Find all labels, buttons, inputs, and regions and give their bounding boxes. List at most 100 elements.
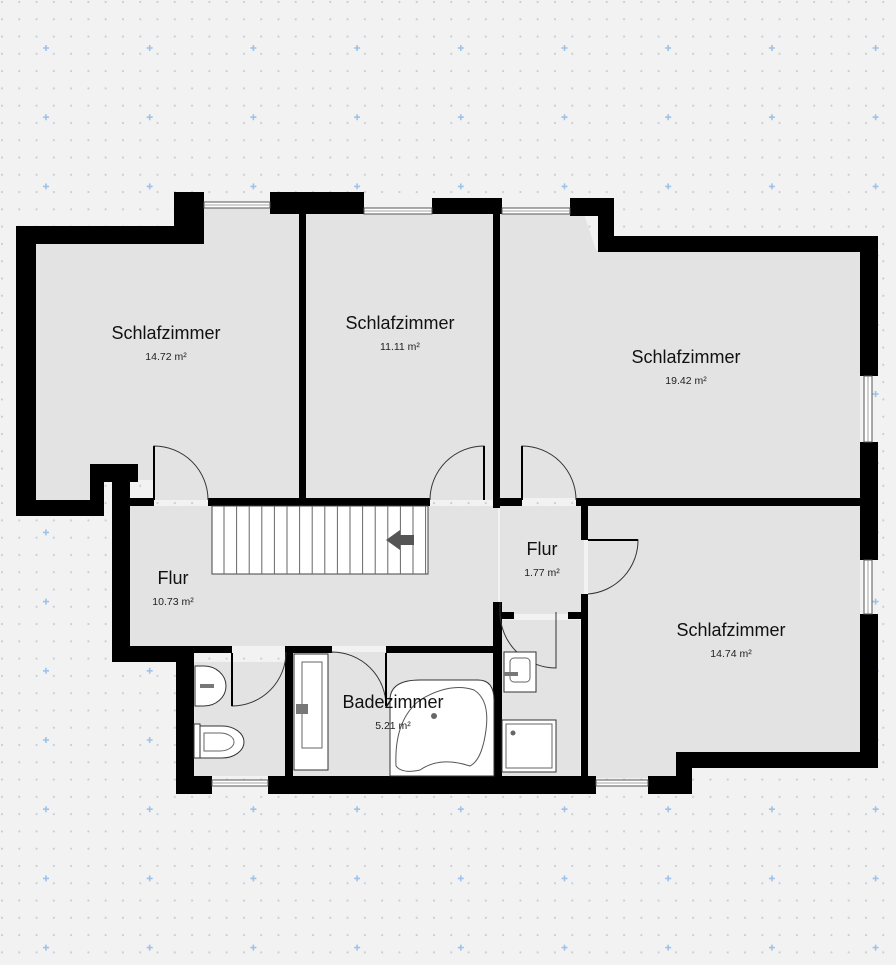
grid-cross bbox=[561, 114, 568, 121]
bathtub-icon bbox=[389, 679, 495, 777]
wall-outer bbox=[112, 646, 194, 662]
wall-interior bbox=[576, 498, 878, 506]
grid-cross bbox=[872, 875, 879, 882]
grid-cross bbox=[665, 114, 672, 121]
grid-cross bbox=[43, 114, 49, 121]
toilet-icon bbox=[193, 723, 245, 759]
grid-cross bbox=[872, 806, 879, 813]
grid-cross bbox=[457, 183, 464, 190]
grid-cross bbox=[146, 875, 153, 882]
room-name-bathroom: Badezimmer bbox=[342, 692, 443, 712]
grid-cross bbox=[457, 45, 464, 51]
wall-outer bbox=[112, 464, 130, 662]
grid-cross bbox=[768, 875, 775, 882]
grid-cross bbox=[250, 114, 257, 121]
grid-cross bbox=[250, 875, 257, 882]
room-area-bedroom-2: 11.11 m² bbox=[380, 341, 420, 353]
grid-cross bbox=[43, 529, 49, 536]
grid-cross bbox=[768, 114, 775, 121]
grid-cross bbox=[768, 806, 775, 813]
grid-cross bbox=[146, 944, 153, 951]
grid-cross bbox=[146, 114, 153, 121]
room-name-bedroom-2: Schlafzimmer bbox=[345, 313, 454, 333]
grid-cross bbox=[872, 598, 879, 605]
room-name-bedroom-1: Schlafzimmer bbox=[111, 323, 220, 343]
wall-outer bbox=[176, 776, 212, 794]
floor-bedroom-1 bbox=[36, 208, 300, 500]
grid-cross bbox=[250, 944, 257, 951]
shower-room-fixtures bbox=[501, 651, 557, 773]
room-area-hall-small: 1.77 m² bbox=[524, 567, 560, 579]
wall-outer bbox=[648, 776, 692, 794]
grid-cross bbox=[354, 114, 361, 121]
grid-cross bbox=[457, 875, 464, 882]
wall-outer bbox=[16, 226, 194, 244]
grid-cross bbox=[354, 45, 361, 51]
room-name-hall-small: Flur bbox=[527, 539, 558, 559]
wall-outer bbox=[174, 192, 204, 244]
door-swing-icon bbox=[231, 651, 287, 707]
floor-surfaces bbox=[36, 208, 860, 778]
grid-cross bbox=[665, 806, 672, 813]
grid-cross bbox=[872, 391, 879, 397]
grid-cross bbox=[872, 183, 879, 190]
wall-outer bbox=[16, 226, 36, 516]
wall-interior bbox=[500, 498, 522, 506]
room-labels: Schlafzimmer 14.72 m² Schlafzimmer 11.11… bbox=[111, 313, 785, 732]
grid-cross bbox=[146, 183, 153, 190]
grid-cross bbox=[354, 875, 361, 882]
wall-outer bbox=[598, 236, 878, 252]
grid-cross bbox=[354, 183, 361, 190]
grid-cross bbox=[250, 806, 257, 813]
room-area-bedroom-4: 14.74 m² bbox=[710, 648, 752, 660]
room-area-bathroom: 5.21 m² bbox=[375, 720, 411, 732]
room-name-bedroom-4: Schlafzimmer bbox=[676, 620, 785, 640]
grid-cross bbox=[665, 875, 672, 882]
room-area-hall-main: 10.73 m² bbox=[152, 596, 194, 608]
grid-cross bbox=[561, 944, 568, 951]
sink-icon bbox=[194, 665, 227, 707]
grid-cross bbox=[665, 183, 672, 190]
grid-cross bbox=[43, 45, 49, 51]
grid-cross bbox=[768, 45, 775, 51]
wall-interior bbox=[130, 498, 154, 506]
grid-cross bbox=[43, 944, 49, 951]
grid-cross bbox=[457, 806, 464, 813]
wall-outer bbox=[16, 500, 104, 516]
grid-cross bbox=[457, 114, 464, 121]
grid-cross bbox=[354, 806, 361, 813]
wall-outer bbox=[860, 614, 878, 768]
wall-outer bbox=[176, 646, 194, 794]
grid-cross bbox=[43, 183, 49, 190]
walls bbox=[16, 192, 878, 794]
wall-interior bbox=[581, 594, 588, 776]
grid-cross bbox=[768, 944, 775, 951]
grid-cross bbox=[665, 944, 672, 951]
door-swing-icon bbox=[429, 445, 485, 501]
grid-cross bbox=[43, 806, 49, 813]
wall-interior bbox=[493, 212, 500, 508]
wall-interior bbox=[493, 602, 502, 776]
grid-cross bbox=[457, 944, 464, 951]
wall-interior bbox=[299, 208, 306, 500]
grid-cross bbox=[768, 183, 775, 190]
sink-icon bbox=[503, 651, 537, 693]
grid-cross bbox=[561, 875, 568, 882]
grid-cross bbox=[665, 45, 672, 51]
grid-cross bbox=[43, 598, 49, 605]
wall-interior bbox=[208, 498, 430, 506]
room-area-bedroom-3: 19.42 m² bbox=[665, 375, 707, 387]
room-name-bedroom-3: Schlafzimmer bbox=[631, 347, 740, 367]
wall-outer bbox=[270, 192, 364, 214]
wall-outer bbox=[676, 752, 878, 768]
wc-fixtures bbox=[193, 665, 245, 759]
grid-cross bbox=[872, 114, 879, 121]
door-swing-icon bbox=[521, 445, 577, 501]
wall-outer bbox=[860, 236, 878, 376]
floor-hall-small bbox=[500, 506, 584, 614]
grid-cross bbox=[146, 667, 153, 674]
room-name-hall-main: Flur bbox=[158, 568, 189, 588]
wall-interior bbox=[286, 646, 332, 653]
door-swing-icon bbox=[153, 445, 209, 501]
